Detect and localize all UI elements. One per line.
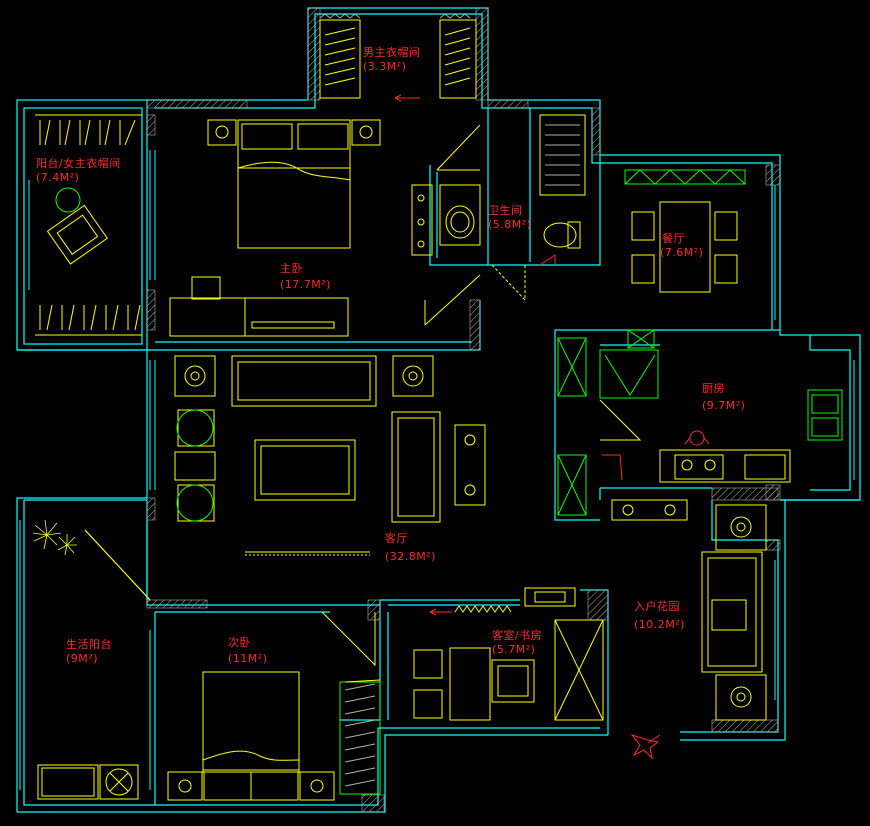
room-name: 餐厅 xyxy=(662,232,685,245)
room-label-kitchen: 厨房 (9.7M²) xyxy=(702,382,745,413)
room-name: 主卧 xyxy=(280,262,303,275)
room-area: (7.6M²) xyxy=(660,246,704,259)
room-area: (10.2M²) xyxy=(634,618,685,631)
room-area: (5.8M²) xyxy=(488,218,532,231)
room-area: (9.7M²) xyxy=(702,399,746,412)
room-area: (3.3M²) xyxy=(363,60,407,73)
closet-hangers-bottom xyxy=(39,304,141,331)
room-area: (7.4M²) xyxy=(36,171,80,184)
room-name: 卫生间 xyxy=(488,204,523,217)
room-label-bathroom: 卫生间 (5.8M²) xyxy=(488,204,531,232)
room-label-second-bedroom: 次卧 (11M²) xyxy=(228,636,267,666)
room-name: 次卧 xyxy=(228,636,251,649)
room-label-living-room: 客厅 (32.8M²) xyxy=(385,532,436,564)
closet-hangers-top xyxy=(39,119,136,146)
room-name: 入户花园 xyxy=(634,600,680,613)
room-name: 客厅 xyxy=(385,532,408,545)
annotation-markers xyxy=(394,94,710,760)
room-label-entry-garden: 入户花园 (10.2M²) xyxy=(634,600,685,632)
room-name: 阳台/女主衣帽间 xyxy=(36,157,121,170)
room-area: (17.7M²) xyxy=(280,278,331,291)
room-name: 客室/书房 xyxy=(492,629,543,642)
hatched-walls xyxy=(146,7,781,813)
windows xyxy=(19,150,855,790)
room-label-walkin-closet-male: 男主衣帽间 (3.3M²) xyxy=(363,46,421,74)
doors xyxy=(321,124,642,683)
room-name: 男主衣帽间 xyxy=(363,46,421,59)
room-area: (32.8M²) xyxy=(385,550,436,563)
room-area: (9M²) xyxy=(66,652,98,665)
room-name: 生活阳台 xyxy=(66,638,112,651)
room-area: (11M²) xyxy=(228,652,268,665)
room-label-guest-study: 客室/书房 (5.7M²) xyxy=(492,629,542,657)
room-label-balcony-closet-female: 阳台/女主衣帽间 (7.4M²) xyxy=(36,157,121,185)
plant-icon xyxy=(32,519,77,556)
room-label-dining: 餐厅 (7.6M²) xyxy=(660,232,704,260)
room-label-master-bedroom: 主卧 (17.7M²) xyxy=(280,262,331,292)
room-label-utility-balcony: 生活阳台 (9M²) xyxy=(66,638,112,666)
room-name: 厨房 xyxy=(702,382,725,395)
furniture xyxy=(35,13,843,801)
room-area: (5.7M²) xyxy=(492,643,536,656)
